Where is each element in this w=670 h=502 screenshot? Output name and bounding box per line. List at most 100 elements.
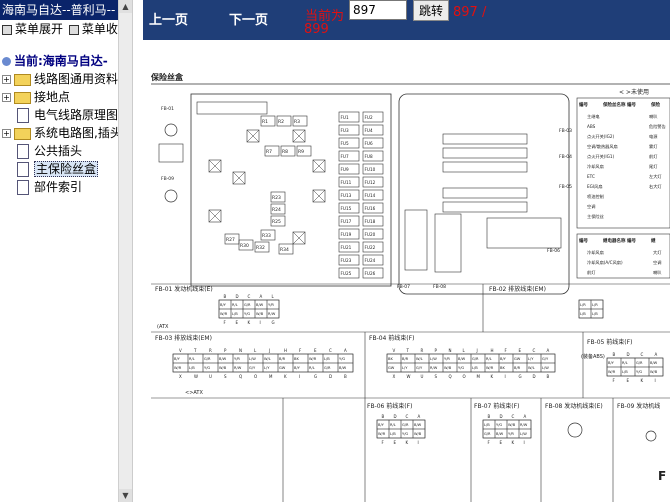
fuse-label: FU4 — [365, 128, 373, 133]
page-nav-bar: 上一页 下一页 当前为 跳转 897 / 899 — [143, 0, 670, 40]
document-icon — [17, 180, 29, 195]
fuse-box-id-label: FB-03 — [559, 128, 572, 134]
fuse-label: FU17 — [341, 219, 352, 224]
table-cell: 大灯 — [653, 249, 662, 256]
menu-toolbar: 菜单展开 菜单收 — [0, 20, 118, 38]
fuse-slot — [362, 150, 384, 162]
pin-letter: R — [209, 348, 212, 353]
table-cell: 冷却风扇 — [587, 249, 604, 256]
atx-note-2: <>ATX — [185, 390, 203, 396]
wire-code: L/B — [592, 312, 598, 316]
relay-box — [276, 115, 292, 127]
wire-code: B/Y — [608, 361, 615, 365]
wire-code: G/Y — [249, 366, 256, 370]
pin-letter: C — [641, 352, 644, 357]
tree-item[interactable]: + 系统电路图,插头 — [0, 124, 118, 142]
collapse-menu-button[interactable]: 菜单收 — [68, 20, 118, 38]
pin-letter: B — [224, 294, 227, 299]
unused-slot-cross — [232, 171, 246, 185]
expand-node-icon[interactable]: + — [2, 75, 11, 84]
pin-letter: T — [193, 348, 197, 353]
tree-item-label: 电气线路原理图 — [34, 108, 118, 122]
tree-item[interactable]: 公共插头 — [0, 142, 118, 160]
connector-pin — [540, 362, 556, 373]
wire-code: L/R — [580, 303, 586, 307]
expand-node-icon[interactable]: + — [2, 129, 11, 138]
pin-letter: E — [627, 378, 630, 383]
wire-code: G/R — [244, 303, 251, 307]
wire-code: Y/R — [444, 357, 450, 361]
fuse-label: FU16 — [365, 206, 376, 211]
fb04-caption: FB-04 前线束(F) — [369, 334, 414, 342]
pin-letter: N — [449, 348, 452, 353]
next-page-link[interactable]: 下一页 — [229, 13, 269, 28]
tree-item[interactable]: 主保险丝盒 — [0, 160, 118, 178]
wire-code: R/L — [390, 423, 396, 427]
connector-pin — [648, 366, 664, 377]
relay-box — [264, 145, 280, 157]
diagram-title: 保险丝盒 — [150, 72, 184, 82]
table-cell: 冷却风扇(A/C风扇) — [587, 259, 623, 266]
wire-code: Y/G — [204, 366, 210, 370]
expand-menu-button[interactable]: 菜单展开 — [2, 20, 63, 38]
wire-code: BK — [500, 366, 505, 370]
tree-item[interactable]: +接地点 — [0, 88, 118, 106]
wire-code: W/R — [220, 312, 228, 316]
pin-letter: K — [491, 374, 494, 379]
table-header: 保险 — [650, 101, 660, 108]
vertical-scrollbar[interactable]: ▲ ▼ — [118, 0, 132, 502]
wire-code: L/W — [520, 432, 527, 436]
tree-item-label: 主保险丝盒 — [34, 161, 99, 177]
scroll-up-icon[interactable]: ▲ — [119, 0, 132, 13]
fb06-caption: FB-06 前线束(F) — [367, 402, 412, 410]
pin-letter: M — [269, 374, 273, 379]
table-cell: 点火开关(IG2) — [587, 133, 615, 140]
connector-slot — [442, 161, 528, 173]
wire-code: B/Y — [378, 423, 385, 427]
fuse-slot — [338, 137, 360, 149]
unused-slot — [312, 159, 326, 173]
tree-item[interactable]: +线路图通用资料 — [0, 70, 118, 88]
pin-letter: I — [655, 378, 656, 383]
scroll-down-icon[interactable]: ▼ — [119, 489, 132, 502]
pin-letter: D — [533, 374, 536, 379]
fuse-slot — [338, 189, 360, 201]
pin-letter: L — [254, 348, 257, 353]
current-page-label: 当前为 — [305, 9, 345, 24]
connector-pin — [266, 308, 280, 319]
wire-code: B/W — [339, 366, 347, 370]
page-number-input[interactable] — [349, 0, 407, 20]
fuse-slot — [338, 150, 360, 162]
expand-node-icon[interactable]: + — [2, 93, 11, 102]
tree-item[interactable]: 部件索引 — [0, 178, 118, 196]
fb07-caption: FB-07 前线束(F) — [474, 402, 519, 410]
relay-box — [278, 243, 294, 255]
tree-root[interactable]: 当前:海南马自达- — [0, 52, 118, 70]
prev-page-link[interactable]: 上一页 — [149, 13, 189, 28]
round-connector-icon — [567, 422, 583, 438]
tree-item[interactable]: 电气线路原理图 — [0, 106, 118, 124]
goto-button[interactable]: 跳转 — [413, 0, 449, 21]
pin-letter: J — [268, 348, 270, 353]
table-header: 编号 — [627, 237, 636, 244]
table-cell: EGI风扇 — [587, 183, 603, 190]
pin-letter: Q — [449, 374, 452, 379]
tree-item-label: 系统电路图,插头 — [34, 126, 118, 140]
pane-splitter[interactable] — [132, 0, 144, 502]
connector-slot — [486, 217, 562, 249]
main-fuse-box — [158, 143, 184, 163]
pin-letter: E — [394, 440, 397, 445]
pin-letter: J — [476, 348, 478, 353]
relay-box — [238, 239, 254, 251]
fuse-slot — [362, 241, 384, 253]
pin-letter: I — [505, 374, 506, 379]
fuse-slot — [338, 254, 360, 266]
fuse-slot — [338, 267, 360, 279]
wire-code: L/Y — [528, 357, 534, 361]
relay-label: R23 — [272, 195, 281, 201]
fuse-slot — [362, 176, 384, 188]
wire-code: B/W — [458, 357, 466, 361]
unused-slot-cross — [292, 129, 306, 143]
